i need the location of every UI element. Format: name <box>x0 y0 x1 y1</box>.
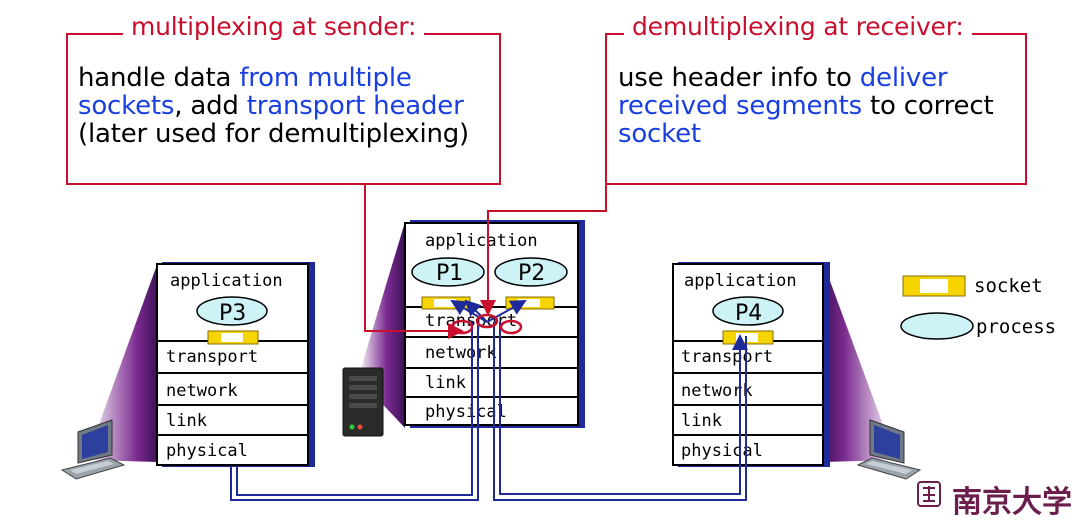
right-host-wedge <box>823 262 896 462</box>
legend-socket-label: socket <box>974 275 1043 297</box>
receiver-line-3: socket <box>618 120 993 148</box>
university-logo-text: 南京大学 <box>952 485 1072 520</box>
left-host-wedge <box>86 262 158 462</box>
receiver-callout-body: use header info to deliver received segm… <box>618 64 994 148</box>
right-computer-icon <box>856 419 922 480</box>
receiver-callout-title: demultiplexing at receiver: <box>624 12 972 41</box>
sender-line-1: handle data from multiple <box>78 64 469 92</box>
right-physical-label: physical <box>681 441 763 461</box>
mux-demux-arrows <box>450 299 527 323</box>
legend: socket process <box>900 275 1056 340</box>
process-p1 <box>411 257 485 287</box>
left-transport-label: transport <box>166 347 258 367</box>
sender-line-2-highlight-1: sockets <box>78 91 175 121</box>
sender-callout-title: multiplexing at sender: <box>123 12 425 41</box>
sender-line-1-highlight: from multiple <box>239 63 412 93</box>
process-p3 <box>196 296 268 326</box>
left-physical-label: physical <box>166 441 248 461</box>
process-p2 <box>494 257 568 287</box>
left-host-stack: application P3 transport network link ph… <box>156 262 315 467</box>
center-application-label: application <box>425 231 538 251</box>
sender-line-3-plain: (later used for demultiplexing) <box>78 119 469 149</box>
sender-line-3: (later used for demultiplexing) <box>78 120 469 148</box>
receiver-pointer-line <box>480 184 607 316</box>
physical-links <box>230 322 748 501</box>
sender-pointer-line <box>364 184 464 339</box>
receiver-callout-title-text: demultiplexing at receiver: <box>632 12 964 41</box>
receiver-line-2-highlight: received segments <box>618 91 862 121</box>
university-seal-icon <box>917 481 941 507</box>
legend-process-label: process <box>976 316 1056 338</box>
receiver-line-2: received segments to correct <box>618 91 994 121</box>
sender-line-2-highlight-2: transport header <box>246 91 464 121</box>
process-p4 <box>712 296 784 326</box>
legend-process-icon <box>900 312 974 340</box>
sender-line-1-plain: handle data <box>78 63 240 93</box>
receiver-line-1-plain: use header info to <box>618 63 860 93</box>
legend-socket-icon <box>902 275 966 297</box>
sender-callout-body: handle data from multiple sockets, add t… <box>78 64 469 148</box>
left-socket-icon <box>207 330 259 345</box>
right-transport-label: transport <box>681 347 773 367</box>
right-host-stack: application P4 transport network link ph… <box>672 262 830 467</box>
sender-callout-title-text: multiplexing at sender: <box>131 12 417 41</box>
receiver-line-2-plain: to correct <box>861 91 994 121</box>
center-network-label: network <box>425 343 497 363</box>
left-application-label: application <box>170 271 283 291</box>
right-network-label: network <box>681 381 753 401</box>
receiver-line-3-highlight: socket <box>618 119 701 149</box>
receiver-line-1-highlight: deliver <box>859 63 948 93</box>
sender-line-2-plain: , add <box>174 91 247 121</box>
right-socket-icon <box>722 330 774 345</box>
left-network-label: network <box>166 381 238 401</box>
left-computer-icon <box>60 419 126 480</box>
process-p4-label: P4 <box>735 301 762 326</box>
sender-line-2: sockets, add transport header <box>78 92 469 120</box>
receiver-line-1: use header info to deliver <box>618 64 993 92</box>
process-p3-label: P3 <box>219 301 246 326</box>
center-physical-label: physical <box>425 402 507 422</box>
right-application-label: application <box>684 271 797 291</box>
right-link-label: link <box>681 411 722 431</box>
process-p2-label: P2 <box>518 261 545 286</box>
center-link-label: link <box>425 373 466 393</box>
server-icon <box>342 367 384 437</box>
left-link-label: link <box>166 411 207 431</box>
process-p1-label: P1 <box>436 261 463 286</box>
